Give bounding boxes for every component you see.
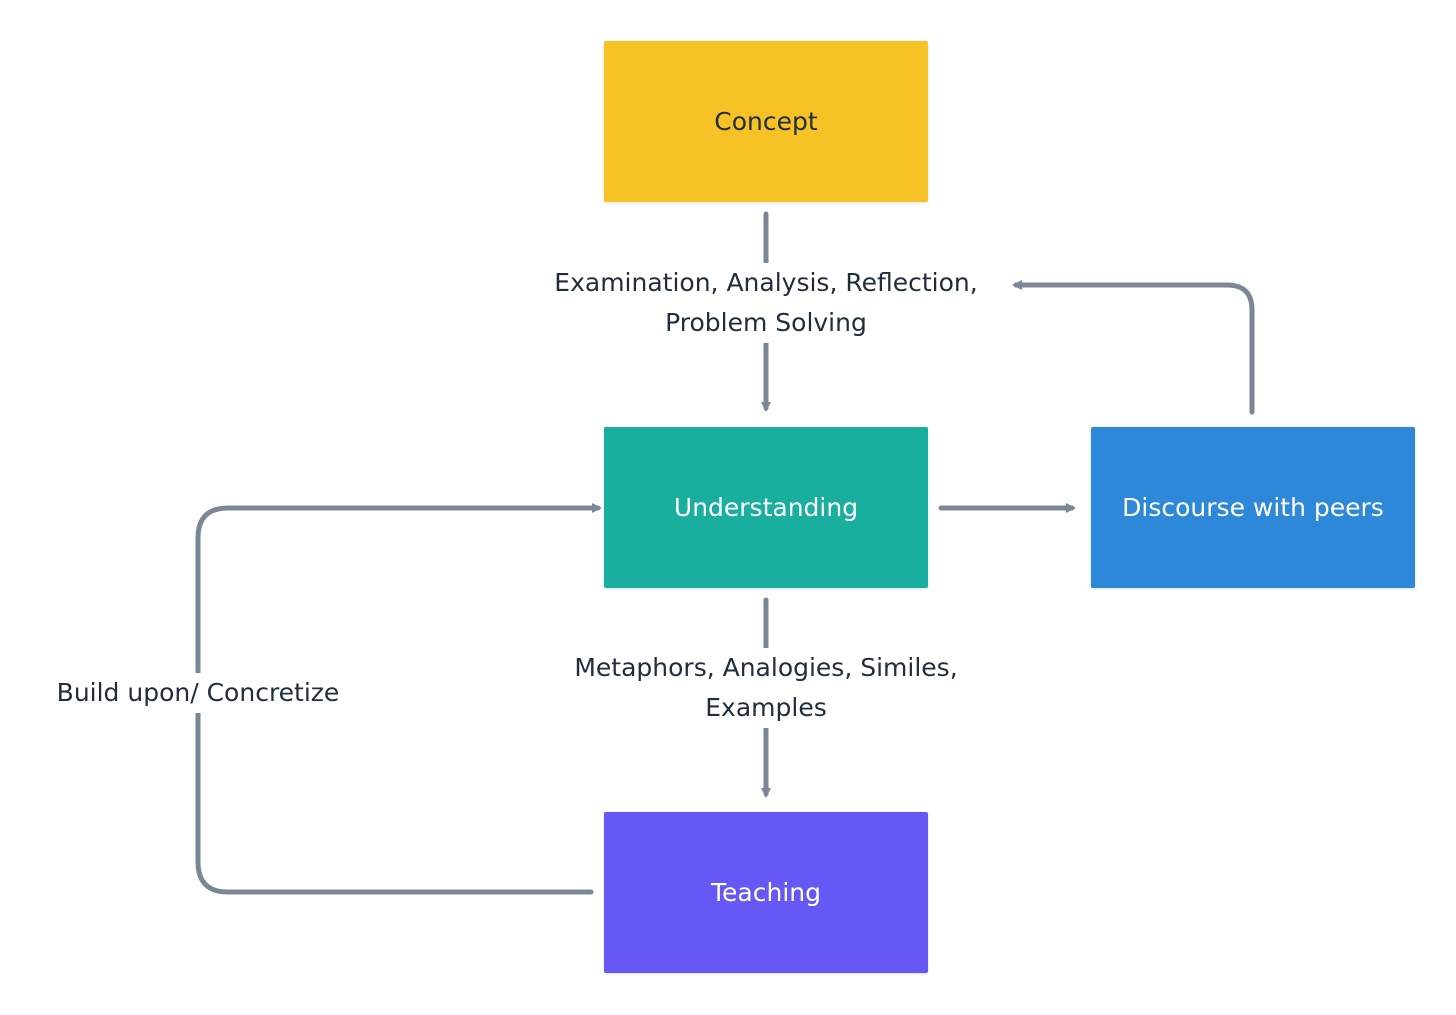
edge-label-line-2: Examples	[705, 693, 827, 722]
edge-label-teaching-to-understanding: Build upon/ Concretize	[38, 673, 358, 713]
edge-label-understanding-to-teaching: Metaphors, Analogies, Similes, Examples	[550, 648, 982, 728]
edge-label-line-2: Problem Solving	[665, 308, 867, 337]
node-teaching-label: Teaching	[711, 878, 821, 907]
node-concept-label: Concept	[714, 107, 818, 136]
edge-label-concept-to-understanding: Examination, Analysis, Reflection, Probl…	[530, 263, 1002, 343]
node-concept: Concept	[604, 41, 928, 202]
node-understanding-label: Understanding	[673, 493, 859, 522]
node-discourse: Discourse with peers	[1091, 427, 1415, 588]
node-teaching: Teaching	[604, 812, 928, 973]
node-discourse-label: Discourse with peers	[1122, 493, 1384, 522]
node-understanding: Understanding	[604, 427, 928, 588]
edge-label-line-1: Metaphors, Analogies, Similes,	[574, 653, 958, 682]
arrow-discourse-to-reflection	[1012, 280, 1255, 415]
edge-label-text: Build upon/ Concretize	[56, 678, 340, 707]
edge-label-line-1: Examination, Analysis, Reflection,	[554, 268, 978, 297]
